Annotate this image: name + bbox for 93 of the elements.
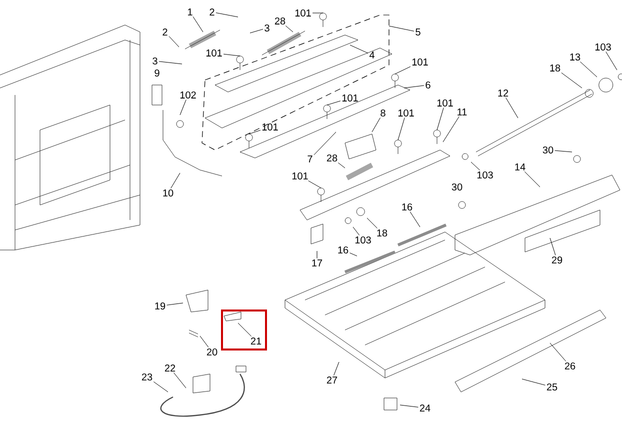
callout-number: 101 xyxy=(437,99,453,107)
callout-number: 25 xyxy=(546,383,558,391)
leader-line xyxy=(522,378,546,386)
leader-line xyxy=(180,99,186,116)
leader-line xyxy=(442,116,460,142)
leader-line xyxy=(404,85,424,88)
leader-line xyxy=(398,117,405,140)
leader-line xyxy=(238,322,252,337)
callout-number: 101 xyxy=(206,49,222,57)
callout-number: 2 xyxy=(210,8,214,16)
callout-number: 101 xyxy=(292,172,308,180)
leader-line xyxy=(326,100,341,106)
leader-line xyxy=(216,12,238,18)
callout-number: 3 xyxy=(264,24,270,32)
callout-number: 11 xyxy=(458,108,467,116)
callout-number: 16 xyxy=(402,203,412,211)
leader-line xyxy=(174,372,186,388)
leader-line xyxy=(352,226,360,236)
leader-line xyxy=(554,150,572,152)
callout-number: 6 xyxy=(426,81,430,89)
leader-line xyxy=(166,302,184,306)
callout-number: 101 xyxy=(398,109,414,117)
callout-number: 101 xyxy=(295,9,311,17)
callout-number: 21 xyxy=(250,338,262,344)
callout-number: 14 xyxy=(515,164,526,170)
leader-line xyxy=(200,336,209,348)
callout-number: 103 xyxy=(355,236,371,244)
leader-line xyxy=(316,250,318,259)
callout-number: 4 xyxy=(369,52,374,58)
callout-number: 102 xyxy=(180,91,196,99)
callout-number: 30 xyxy=(452,183,462,191)
leader-line xyxy=(334,362,340,376)
callout-number: 3 xyxy=(152,57,158,65)
leader-line xyxy=(400,404,418,408)
callout-number: 16 xyxy=(338,246,348,254)
callout-number: 103 xyxy=(477,171,493,179)
callout-number: 101 xyxy=(262,123,278,131)
callout-number: 20 xyxy=(206,348,218,356)
callout-number: 12 xyxy=(498,90,508,96)
leader-line xyxy=(308,180,322,188)
leader-line xyxy=(606,52,618,70)
callout-number: 28 xyxy=(274,17,286,25)
leader-line xyxy=(168,36,180,48)
callout-number: 24 xyxy=(420,404,430,412)
leader-line xyxy=(410,211,420,228)
callout-number: 13 xyxy=(570,53,580,61)
leader-line xyxy=(314,132,336,156)
callout-number: 23 xyxy=(142,373,152,381)
leader-line xyxy=(158,61,182,64)
leader-line xyxy=(550,238,556,256)
callout-number: 5 xyxy=(416,28,420,36)
highlight-frame xyxy=(221,310,267,350)
callout-number: 28 xyxy=(326,154,338,162)
leader-line xyxy=(580,61,598,78)
callout-number: 17 xyxy=(312,260,322,266)
callout-number: 27 xyxy=(326,376,338,384)
leader-line xyxy=(223,54,240,56)
leader-line xyxy=(394,66,411,74)
leader-line xyxy=(470,162,480,170)
callout-number: 101 xyxy=(342,94,358,102)
callout-number: 10 xyxy=(163,189,174,197)
leader-line xyxy=(153,381,168,392)
callout-number: 9 xyxy=(154,69,160,77)
callout-number: 7 xyxy=(308,156,312,162)
leader-line xyxy=(350,44,368,54)
callout-number: 30 xyxy=(542,146,554,154)
leader-line xyxy=(388,26,414,32)
leader-line xyxy=(248,130,261,134)
callout-number: 101 xyxy=(412,58,428,66)
leader-line xyxy=(524,171,540,188)
leader-line xyxy=(312,12,324,14)
leader-line xyxy=(285,25,294,32)
callout-number: 18 xyxy=(550,64,560,72)
leader-line xyxy=(506,97,518,118)
leader-line xyxy=(436,107,444,130)
callout-number: 2 xyxy=(162,28,168,36)
leader-line xyxy=(372,117,380,132)
leader-line xyxy=(250,28,264,34)
leader-line xyxy=(366,218,378,228)
callout-number: 29 xyxy=(552,256,562,264)
leader-line xyxy=(192,16,204,32)
callout-number: 18 xyxy=(377,229,388,237)
callout-number: 1 xyxy=(188,8,192,16)
callout-number: 8 xyxy=(380,109,386,117)
leader-line xyxy=(170,172,180,188)
callout-number: 26 xyxy=(564,362,576,370)
leader-line xyxy=(338,162,346,168)
callout-number: 103 xyxy=(595,43,611,51)
leader-line xyxy=(561,72,582,88)
callout-number: 22 xyxy=(164,364,176,372)
leader-line xyxy=(550,342,566,362)
callout-number: 19 xyxy=(155,302,166,310)
leader-line xyxy=(350,252,358,256)
